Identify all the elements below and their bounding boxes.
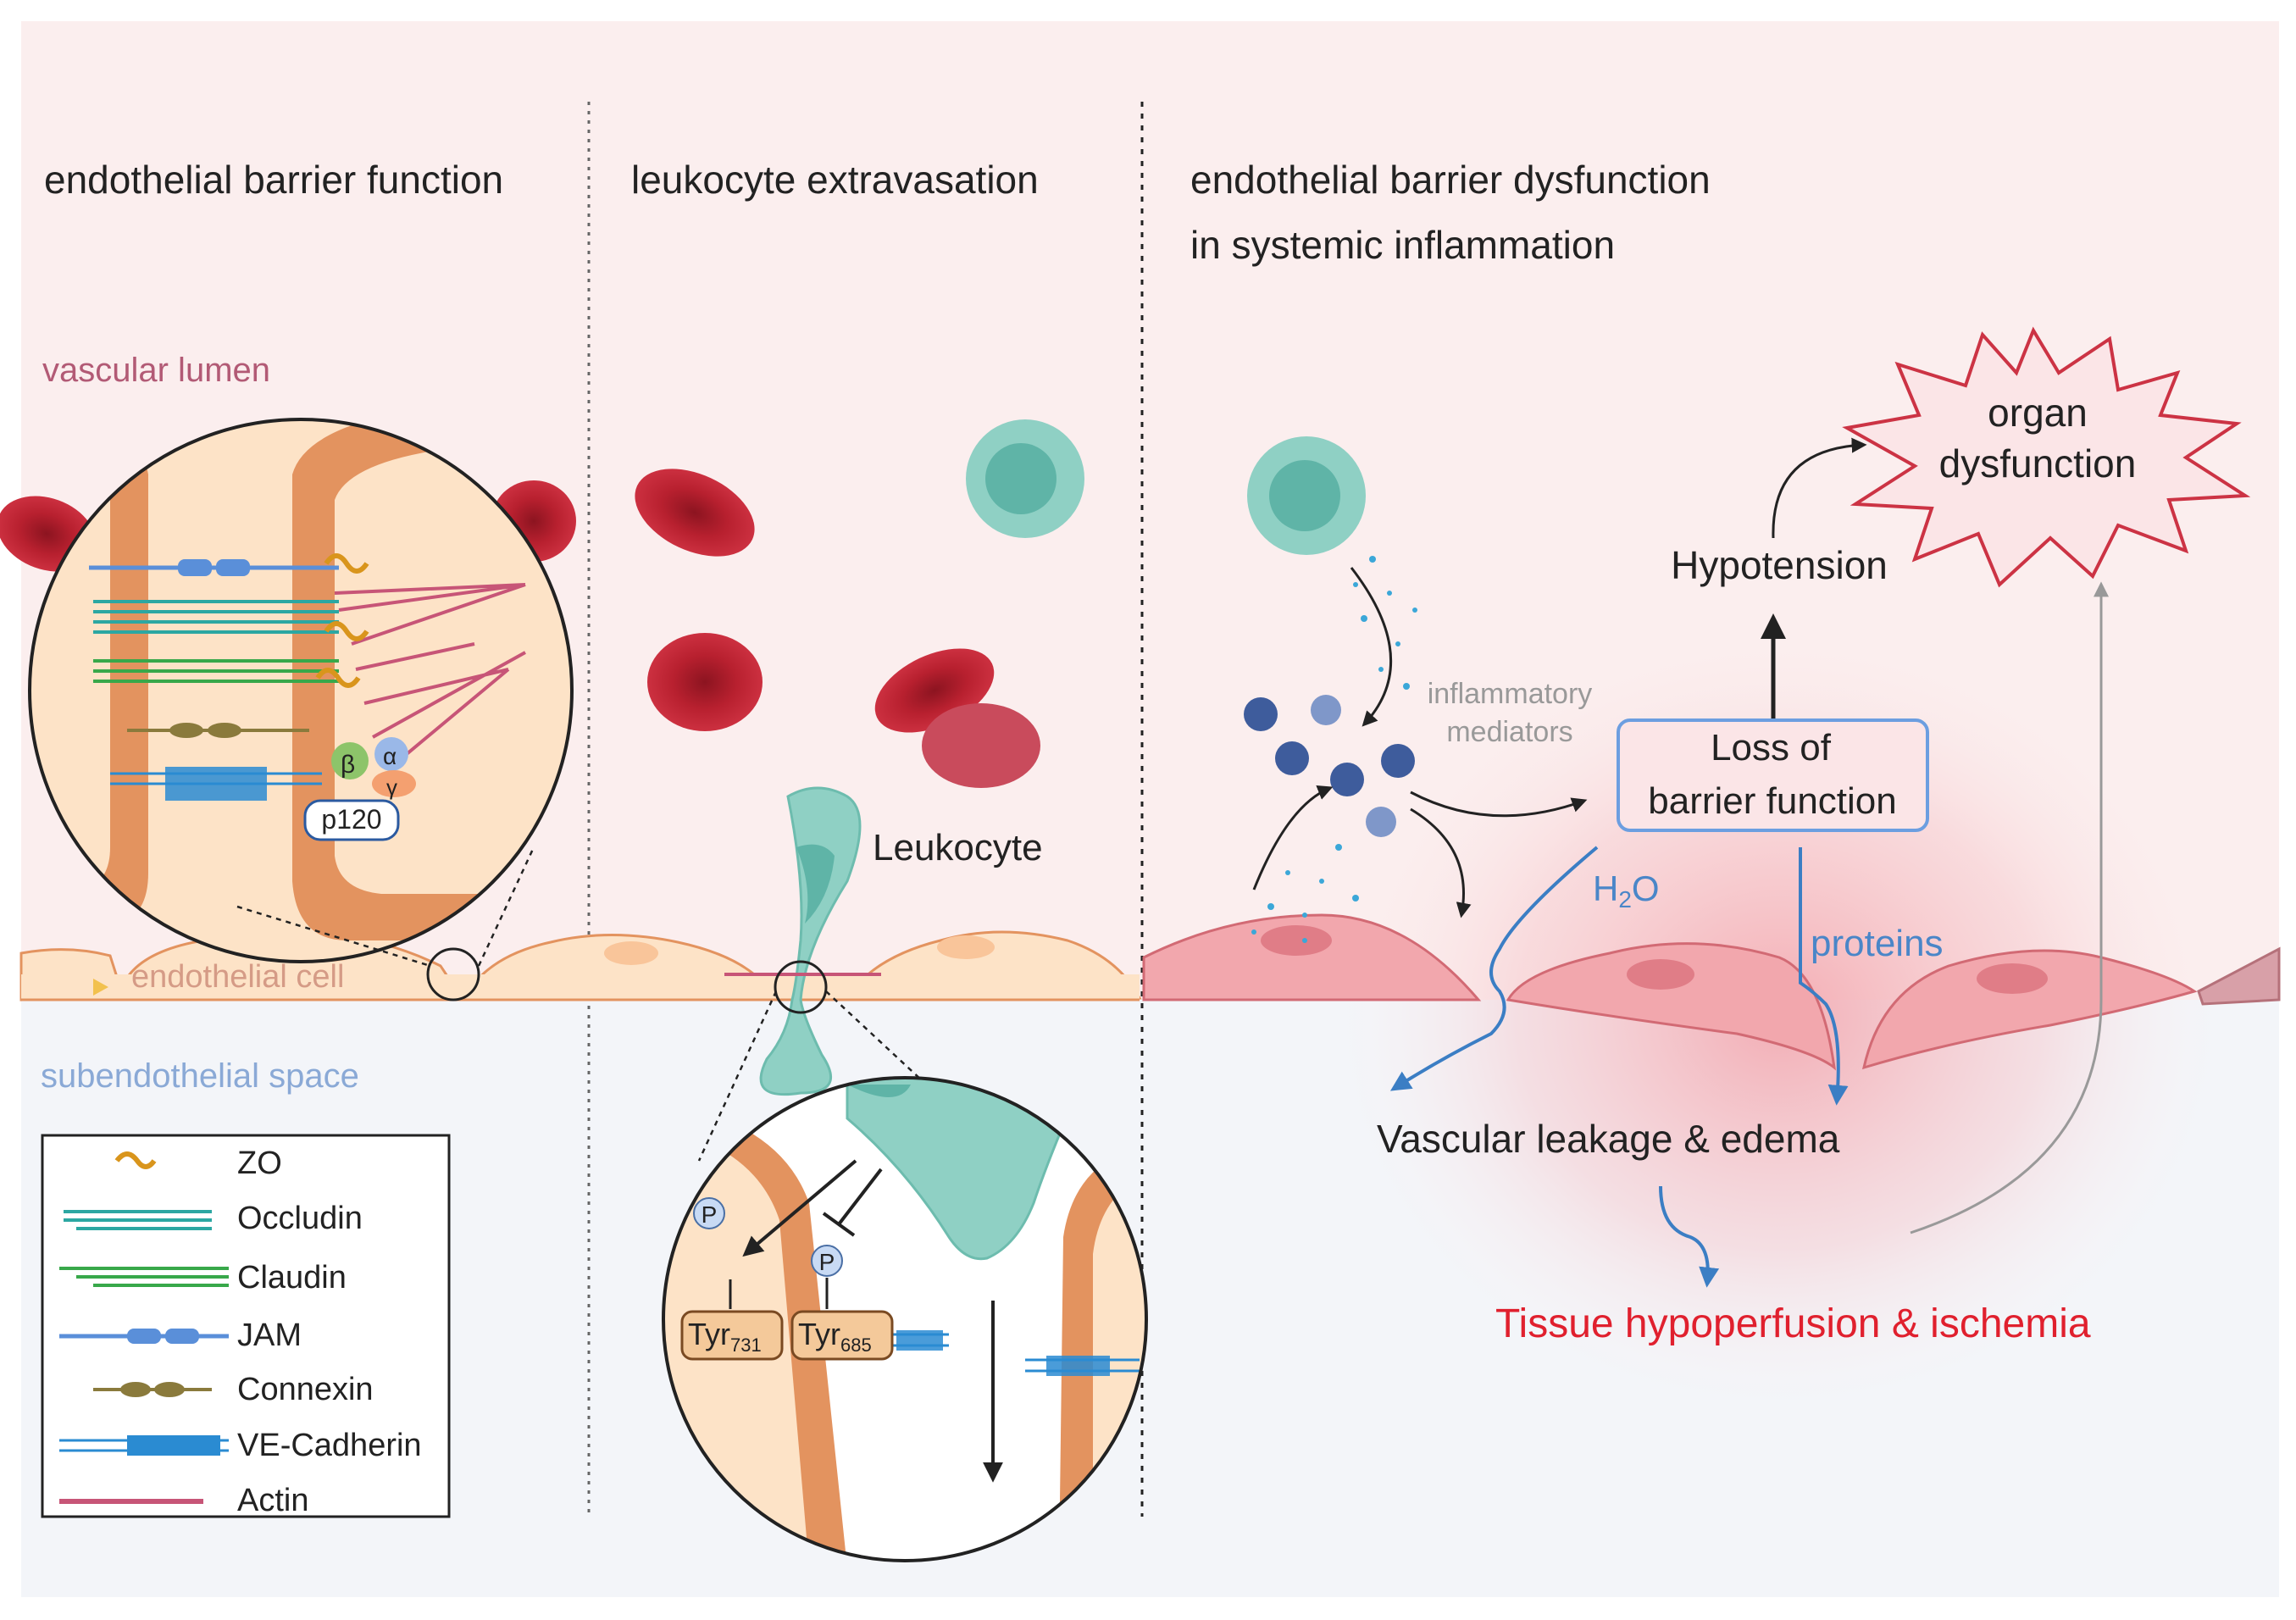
junction-zoom bbox=[30, 419, 572, 962]
jam-icon bbox=[59, 1329, 229, 1344]
organ-label-2: dysfunction bbox=[1939, 441, 2137, 485]
legend-jam: JAM bbox=[237, 1318, 302, 1353]
title-barrier-function: endothelial barrier function bbox=[44, 158, 503, 202]
title-barrier-dysfunction: endothelial barrier dysfunction bbox=[1190, 158, 1711, 202]
claudin-icon bbox=[59, 1267, 229, 1287]
vascular-leakage-label: Vascular leakage & edema bbox=[1377, 1117, 1840, 1161]
tyr685-label: Tyr685 bbox=[798, 1317, 872, 1356]
phospho-685-icon bbox=[811, 1245, 843, 1277]
middle-magnifier bbox=[774, 960, 828, 1014]
title-leukocyte-extravasation: leukocyte extravasation bbox=[631, 158, 1039, 202]
ischemia-label: Tissue hypoperfusion & ischemia bbox=[1495, 1301, 2091, 1346]
tyr731-label: Tyr731 bbox=[688, 1317, 762, 1356]
legend-claudin: Claudin bbox=[237, 1260, 347, 1295]
loss-barrier-box bbox=[1617, 718, 1929, 832]
loss-barrier-label-2: barrier function bbox=[1648, 780, 1896, 822]
leakage-to-ischemia-arrow bbox=[1659, 1185, 1720, 1288]
ve-cadherin-icon bbox=[59, 1435, 229, 1456]
gamma-catenin-label: γ bbox=[386, 774, 397, 800]
extravasation-zoom-border bbox=[662, 1076, 1148, 1562]
h2o-label: H2O bbox=[1593, 868, 1660, 913]
tyr731-box bbox=[680, 1310, 784, 1361]
junction-zoom-border bbox=[28, 418, 574, 963]
zo-icon bbox=[114, 1151, 157, 1169]
connexin-icon bbox=[93, 1382, 212, 1397]
mediator-molecules bbox=[1244, 695, 1415, 837]
legend-box bbox=[41, 1134, 451, 1518]
phospho-inhibition-line bbox=[837, 1168, 883, 1226]
hypotension-to-organ-arrow bbox=[1772, 437, 1867, 539]
mediator-to-loss-arrow bbox=[1410, 791, 1588, 818]
legend-ve-cadherin: VE-Cadherin bbox=[237, 1428, 422, 1463]
organ-label-1: organ bbox=[1988, 391, 2088, 435]
tyr685-box bbox=[790, 1310, 894, 1361]
p120-label: p120 bbox=[321, 804, 381, 835]
phospho-685-label: P bbox=[819, 1249, 835, 1275]
rbc-middle-group bbox=[635, 469, 1040, 788]
mediator-release-arrow bbox=[1350, 567, 1393, 727]
leukocyte-label: Leukocyte bbox=[873, 827, 1043, 868]
organ-dysfunction-burst bbox=[1842, 326, 2251, 588]
protein-leak-arrow bbox=[1799, 847, 1849, 1106]
mediators-label-2: mediators bbox=[1446, 716, 1572, 748]
title-systemic-inflammation: in systemic inflammation bbox=[1190, 223, 1615, 267]
endothelial-cell-label: endothelial cell bbox=[131, 959, 344, 995]
legend-occludin: Occludin bbox=[237, 1201, 363, 1236]
phospho-731-label: P bbox=[702, 1201, 718, 1228]
leukocyte-right-nucleus bbox=[1269, 460, 1340, 531]
alpha-catenin-label: α bbox=[383, 743, 397, 769]
beta-catenin-label: β bbox=[341, 751, 355, 779]
ischemia-to-organ-arrow bbox=[1910, 581, 2109, 1234]
hypotension-label: Hypotension bbox=[1671, 543, 1888, 587]
occludin-icon bbox=[64, 1210, 212, 1230]
loss-barrier-label-1: Loss of bbox=[1711, 727, 1832, 768]
legend-connexin: Connexin bbox=[237, 1372, 374, 1407]
subendothelial-space-label: subendothelial space bbox=[41, 1057, 359, 1095]
legend-actin: Actin bbox=[237, 1483, 308, 1518]
left-magnifier bbox=[426, 947, 480, 1001]
mediator-particles bbox=[1251, 556, 1417, 943]
proteins-label: proteins bbox=[1811, 923, 1944, 964]
legend: ZO Occludin Claudin JAM Connexin VE-Cadh… bbox=[41, 1134, 451, 1518]
transmigrating-leukocyte bbox=[759, 786, 862, 1096]
mediator-to-endothelium-arrow bbox=[1410, 807, 1472, 918]
phospho-731-icon bbox=[693, 1197, 725, 1229]
legend-zo: ZO bbox=[237, 1146, 282, 1181]
mediators-label-1: inflammatory bbox=[1428, 678, 1593, 710]
leukocyte-middle-nucleus bbox=[985, 443, 1056, 514]
vascular-lumen-label: vascular lumen bbox=[42, 352, 270, 389]
phospho-activation-arrow bbox=[742, 1159, 857, 1257]
mediator-return-arrow bbox=[1252, 785, 1334, 890]
h2o-leak-arrow bbox=[1389, 846, 1599, 1091]
inflamed-endothelium bbox=[1142, 913, 2281, 1071]
